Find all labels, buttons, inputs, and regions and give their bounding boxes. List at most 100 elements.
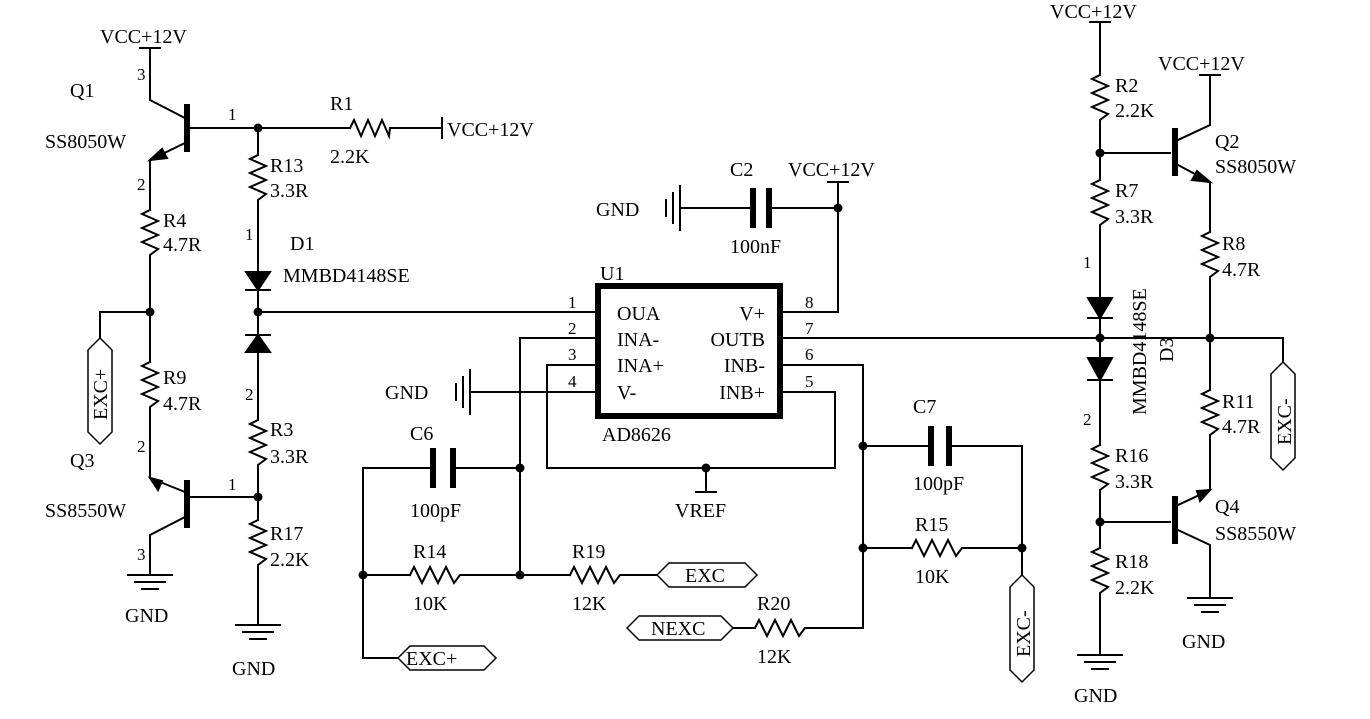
- transistor-q4: Q4 SS8550W: [1172, 488, 1296, 545]
- c7-ref: C7: [913, 396, 936, 418]
- q3-pin-1: 1: [228, 475, 237, 494]
- q1-pin-3: 3: [137, 65, 146, 84]
- r4-symbol: [139, 208, 161, 259]
- r3-ref: R3: [270, 419, 293, 441]
- port-exc-neg-vertical-bottom: EXC-: [1009, 573, 1035, 684]
- gnd-symbol-r17: [235, 624, 281, 640]
- transistor-q3: Q3 SS8550W 2 1 3: [45, 437, 237, 564]
- capacitor-c6: C6 100pF: [410, 423, 461, 522]
- d1-pin-2: 2: [245, 385, 254, 404]
- vcc-label-q1: VCC+12V: [100, 26, 187, 48]
- q4-part: SS8550W: [1215, 523, 1296, 545]
- r16-symbol: [1089, 443, 1111, 496]
- u1-pin-7-num: 7: [805, 319, 814, 338]
- d3-pin-1: 1: [1083, 253, 1092, 272]
- d1-part: MMBD4148SE: [283, 265, 410, 287]
- gnd-label-r18: GND: [1074, 685, 1117, 707]
- c6-value: 100pF: [410, 500, 461, 522]
- u1-pin-5-num: 5: [805, 372, 814, 391]
- r2-value: 2.2K: [1115, 100, 1155, 122]
- r3-symbol: [247, 418, 269, 471]
- d1-lower-triangle: [244, 333, 272, 353]
- vcc-label-q2: VCC+12V: [1158, 53, 1245, 75]
- gnd-label-u1: GND: [385, 382, 428, 404]
- r1-symbol: [348, 117, 392, 140]
- gnd-symbol-q4: [1187, 597, 1233, 613]
- u1-pin-1-num: 1: [568, 293, 577, 312]
- q1-pin-2: 2: [137, 175, 146, 194]
- r9-symbol: [139, 360, 161, 413]
- r20-ref: R20: [757, 593, 790, 615]
- gnd-label-q4: GND: [1182, 631, 1225, 653]
- vcc-label-r1: VCC+12V: [447, 119, 534, 141]
- r18-ref: R18: [1115, 551, 1148, 573]
- u1-pin-3-name: INA+: [617, 355, 664, 377]
- capacitor-c7: C7 100pF: [913, 396, 964, 495]
- wires: [99, 21, 1284, 659]
- r8-symbol: [1199, 230, 1221, 283]
- svg-text:EXC+: EXC+: [90, 369, 112, 420]
- vcc-label-c2: VCC+12V: [788, 159, 875, 181]
- svg-text:EXC-: EXC-: [1274, 398, 1296, 445]
- u1-pin-1-name: OUA: [617, 303, 661, 325]
- r14-symbol: [408, 564, 471, 586]
- r14-value: 10K: [413, 593, 448, 615]
- r2-symbol: [1089, 73, 1111, 126]
- r11-value: 4.7R: [1222, 416, 1261, 438]
- diode-d1: D1 MMBD4148SE 1 2: [244, 225, 410, 404]
- u1-pin-6-num: 6: [805, 345, 814, 364]
- r4-value: 4.7R: [163, 234, 202, 256]
- resistors: R1 2.2K R13 3.3R R4 4.7R R9 4.7R R3 3.3R…: [139, 73, 1261, 668]
- q1-part: SS8050W: [45, 131, 126, 153]
- q4-ref: Q4: [1215, 496, 1239, 518]
- q1-pin-1: 1: [228, 105, 237, 124]
- r19-ref: R19: [572, 541, 605, 563]
- r20-value: 12K: [757, 646, 792, 668]
- r18-value: 2.2K: [1115, 577, 1155, 599]
- u1-pin-3-num: 3: [568, 345, 577, 364]
- port-exc-neg-vertical-right: EXC-: [1270, 360, 1296, 472]
- r1-value: 2.2K: [330, 146, 370, 168]
- r11-symbol: [1199, 388, 1221, 441]
- r7-ref: R7: [1115, 180, 1138, 202]
- port-nexc: NEXC: [625, 615, 735, 641]
- r9-ref: R9: [163, 367, 186, 389]
- port-exc-pos-horizontal: EXC+: [396, 645, 498, 671]
- r19-symbol: [568, 564, 631, 586]
- r14-ref: R14: [413, 541, 446, 563]
- c2-ref: C2: [730, 159, 753, 181]
- net-ports: EXC+ EXC- EXC- EXC+ EXC NEXC: [87, 336, 1296, 684]
- diode-d3: MMBD4148SE D3 1 2: [1083, 253, 1178, 429]
- q1-ref: Q1: [70, 80, 94, 102]
- u1-ref: U1: [600, 263, 624, 285]
- r19-value: 12K: [572, 593, 607, 615]
- ic-u1: U1 AD8626 OUA INA- INA+ V- 1 2 3 4 V+ OU…: [568, 263, 814, 446]
- u1-part: AD8626: [602, 424, 671, 446]
- r18-symbol: [1089, 546, 1111, 599]
- r9-value: 4.7R: [163, 393, 202, 415]
- c6-ref: C6: [410, 423, 433, 445]
- r4-ref: R4: [163, 210, 186, 232]
- u1-pin-4-num: 4: [568, 372, 577, 391]
- r11-ref: R11: [1222, 391, 1255, 413]
- r13-value: 3.3R: [270, 180, 309, 202]
- gnd-symbol-c2: [665, 185, 681, 231]
- r16-value: 3.3R: [1115, 471, 1154, 493]
- u1-pin-8-name: V+: [739, 303, 765, 325]
- port-exc: EXC: [655, 562, 759, 588]
- r13-ref: R13: [270, 155, 303, 177]
- transistor-q1: Q1 SS8050W 3 1 2: [45, 65, 237, 194]
- r7-symbol: [1089, 178, 1111, 231]
- gnd-symbol-q3: [127, 574, 173, 590]
- transistor-q2: Q2 SS8050W: [1172, 128, 1296, 184]
- gnd-label-q3: GND: [125, 605, 168, 627]
- svg-text:EXC-: EXC-: [1013, 610, 1035, 657]
- r17-symbol: [247, 518, 269, 571]
- u1-pin-6-name: INB-: [724, 355, 765, 377]
- c2-value: 100nF: [730, 236, 781, 258]
- r17-ref: R17: [270, 523, 303, 545]
- svg-text:EXC: EXC: [685, 565, 725, 587]
- u1-pin-2-name: INA-: [617, 329, 659, 351]
- junction-dots: [145, 123, 1215, 580]
